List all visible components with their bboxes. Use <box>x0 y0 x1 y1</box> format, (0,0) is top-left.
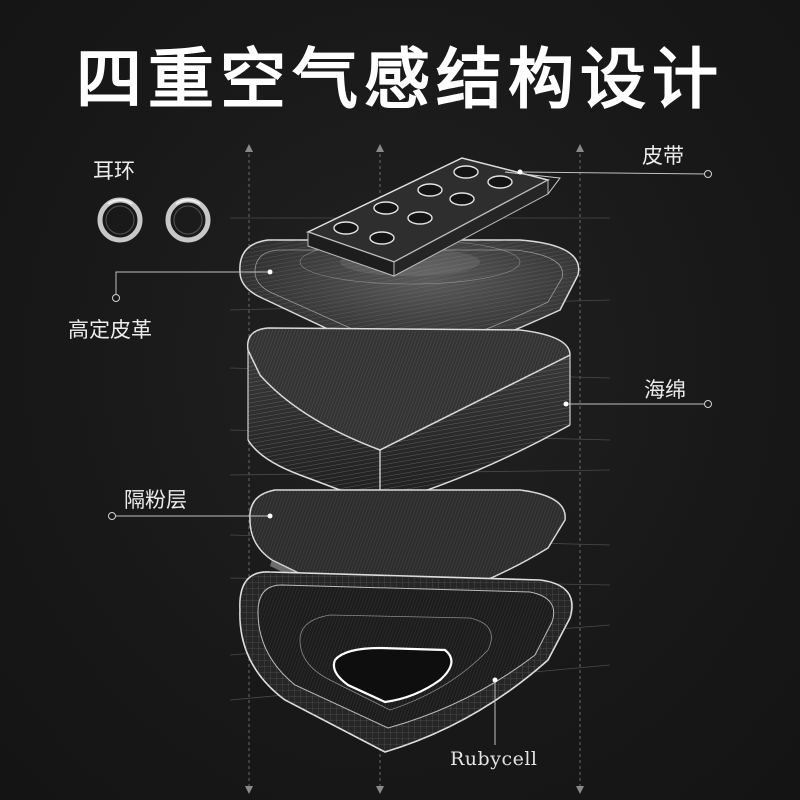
callout-dots <box>108 170 712 520</box>
belt-strap <box>306 157 561 277</box>
page-title: 四重空气感结构设计 <box>76 41 724 118</box>
ear-ring-icon-left <box>97 197 143 243</box>
label-rubycell-brand: Rubycell <box>450 748 538 770</box>
label-belt: 皮带 <box>642 144 684 168</box>
label-powder-barrier: 隔粉层 <box>124 488 187 512</box>
label-ear-ring: 耳环 <box>93 159 135 183</box>
label-sponge: 海绵 <box>644 378 686 402</box>
callout-leather <box>115 271 270 298</box>
callout-belt <box>519 171 709 175</box>
sponge-layer <box>246 327 571 506</box>
callout-lines <box>112 171 709 745</box>
label-leather: 高定皮革 <box>68 318 152 342</box>
guide-arrowheads <box>245 144 584 794</box>
belt-holes <box>333 165 513 245</box>
ear-ring-icon-right <box>165 197 211 243</box>
rubycell-bowl-layer <box>239 571 573 753</box>
